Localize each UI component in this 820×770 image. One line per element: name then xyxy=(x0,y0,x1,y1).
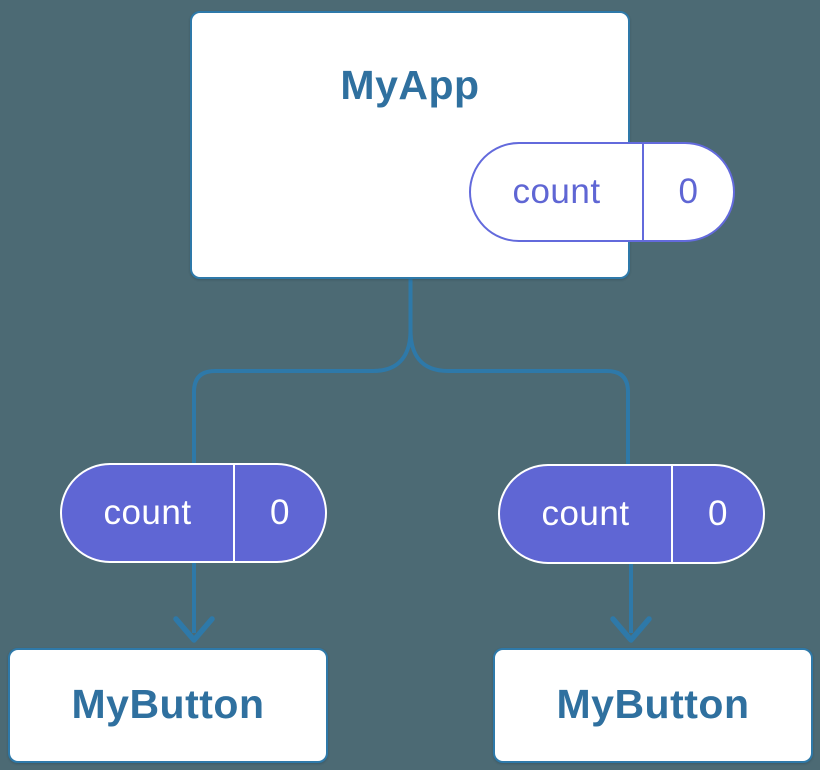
prop-pill-right: count 0 xyxy=(498,464,765,564)
state-value: 0 xyxy=(678,172,699,211)
root-state-pill: count 0 xyxy=(469,142,735,242)
branch-right-line xyxy=(408,329,630,466)
branch-left-line xyxy=(192,329,413,466)
arrow-down-icon xyxy=(610,616,652,643)
state-name: count xyxy=(471,144,644,240)
root-component-card: MyApp count 0 xyxy=(190,11,735,279)
arrow-down-icon xyxy=(173,616,215,643)
root-component-label: MyApp xyxy=(340,62,480,108)
child-component-card-right: MyButton xyxy=(493,648,813,763)
state-value: 0 xyxy=(708,494,728,533)
child-component-label: MyButton xyxy=(556,680,750,727)
state-value: 0 xyxy=(270,493,290,532)
prop-pill-left: count 0 xyxy=(60,463,327,563)
state-name: count xyxy=(500,466,673,562)
child-component-label: MyButton xyxy=(71,680,265,727)
state-name: count xyxy=(62,465,235,561)
child-component-card-left: MyButton xyxy=(8,648,328,763)
